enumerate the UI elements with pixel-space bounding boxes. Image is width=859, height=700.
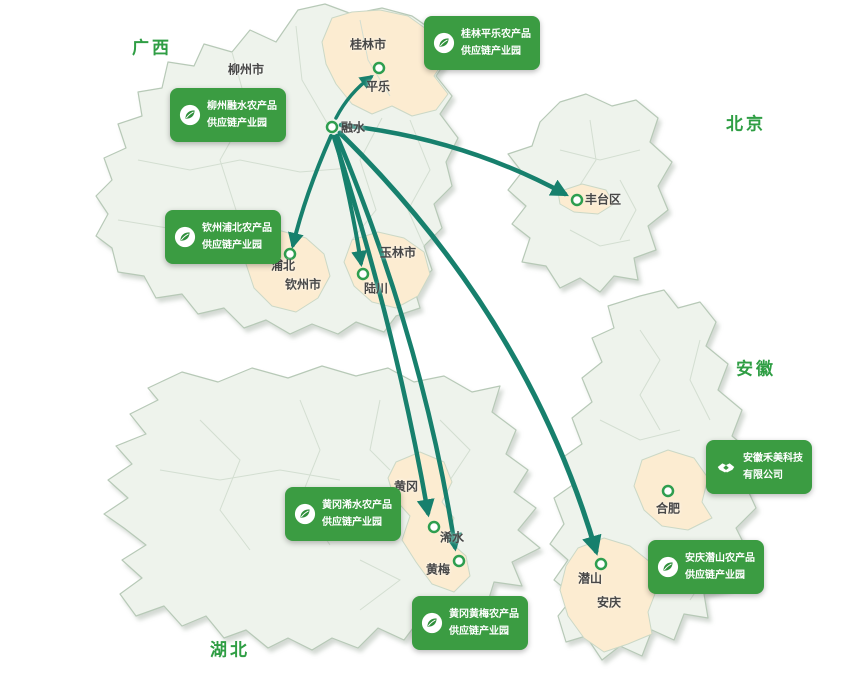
huanggang-highlight-region xyxy=(387,451,471,593)
city-label-guilin: 桂林市 xyxy=(349,37,387,52)
leaf-icon xyxy=(294,503,316,525)
park-label-qinzhou-pubei: 钦州浦北农产品 供应链产业园 xyxy=(165,210,281,264)
marker-fengtai xyxy=(570,193,584,207)
flow-arrow-rongshui-pubei xyxy=(288,134,333,249)
park-name-line2: 供应链产业园 xyxy=(322,517,382,528)
company-name-line2: 有限公司 xyxy=(743,470,783,481)
park-label-huanggang-xishui: 黄冈浠水农产品 供应链产业园 xyxy=(285,487,401,541)
park-label-liuzhou-rongshui: 柳州融水农产品 供应链产业园 xyxy=(170,88,286,142)
marker-pubei xyxy=(283,247,297,261)
handshake-icon xyxy=(715,456,737,478)
city-label-fengtai: 丰台区 xyxy=(584,192,622,207)
leaf-icon xyxy=(433,32,455,54)
city-label-huanggang: 黄冈 xyxy=(393,479,419,494)
park-name-line1: 安庆潜山农产品 xyxy=(685,553,755,564)
park-name-line1: 黄冈浠水农产品 xyxy=(322,500,392,511)
city-label-liuzhou: 柳州市 xyxy=(227,62,265,77)
leaf-icon xyxy=(657,556,679,578)
city-label-luchuan: 陆川 xyxy=(363,281,389,296)
fengtai-highlight-region xyxy=(557,183,615,215)
city-label-anqing: 安庆 xyxy=(596,595,622,610)
leaf-icon xyxy=(174,226,196,248)
flow-arrow-rongshui-xishui xyxy=(331,134,435,518)
park-label-guilin-pingle: 桂林平乐农产品 供应链产业园 xyxy=(424,16,540,70)
flow-arrow-rongshui-fengtai xyxy=(338,122,569,197)
province-label-anhui: 安徽 xyxy=(736,359,776,379)
city-label-pingle: 平乐 xyxy=(365,79,391,94)
city-label-yulin: 玉林市 xyxy=(379,245,417,260)
guilin-internal-border xyxy=(359,19,391,97)
marker-rongshui xyxy=(325,120,339,134)
park-name-line1: 黄冈黄梅农产品 xyxy=(449,609,519,620)
company-name-line1: 安徽禾美科技 xyxy=(743,453,803,464)
flow-arrow-rongshui-pingle xyxy=(334,74,374,120)
marker-hefei xyxy=(661,484,675,498)
company-label-anhui-hemei: 安徽禾美科技 有限公司 xyxy=(706,440,812,494)
city-label-huangmei: 黄梅 xyxy=(425,562,451,577)
park-name-line2: 供应链产业园 xyxy=(202,240,262,251)
beijing-internal-borders xyxy=(559,119,641,247)
province-label-guangxi: 广西 xyxy=(132,38,172,58)
marker-huangmei xyxy=(452,554,466,568)
park-name-line1: 钦州浦北农产品 xyxy=(202,223,272,234)
marker-pingle xyxy=(372,61,386,75)
flow-arrow-rongshui-huangmei xyxy=(334,133,462,552)
park-name-line2: 供应链产业园 xyxy=(207,118,267,129)
anqing-highlight-region xyxy=(559,537,659,653)
park-name-line1: 柳州融水农产品 xyxy=(207,101,277,112)
beijing-map xyxy=(507,93,673,293)
city-label-qinzhou: 钦州市 xyxy=(284,277,322,292)
marker-luchuan xyxy=(356,267,370,281)
marker-xishui xyxy=(427,520,441,534)
province-label-beijing: 北京 xyxy=(726,114,766,134)
province-label-hubei: 湖北 xyxy=(210,640,250,660)
park-label-anqing-qianshan: 安庆潜山农产品 供应链产业园 xyxy=(648,540,764,594)
park-name-line2: 供应链产业园 xyxy=(461,46,521,57)
park-name-line1: 桂林平乐农产品 xyxy=(461,29,531,40)
flow-arrows xyxy=(288,74,602,556)
city-markers xyxy=(283,61,675,571)
flow-arrow-rongshui-qianshan xyxy=(337,130,602,556)
city-label-rongshui: 融水 xyxy=(340,120,366,135)
city-label-qianshan: 潜山 xyxy=(577,571,603,586)
leaf-icon xyxy=(179,104,201,126)
city-label-xishui: 浠水 xyxy=(439,530,465,545)
park-name-line2: 供应链产业园 xyxy=(449,626,509,637)
guilin-highlight-region xyxy=(321,9,449,117)
park-name-line2: 供应链产业园 xyxy=(685,570,745,581)
marker-qianshan xyxy=(594,557,608,571)
park-label-huanggang-huangmei: 黄冈黄梅农产品 供应链产业园 xyxy=(412,596,528,650)
city-label-hefei: 合肥 xyxy=(655,501,681,516)
leaf-icon xyxy=(421,612,443,634)
